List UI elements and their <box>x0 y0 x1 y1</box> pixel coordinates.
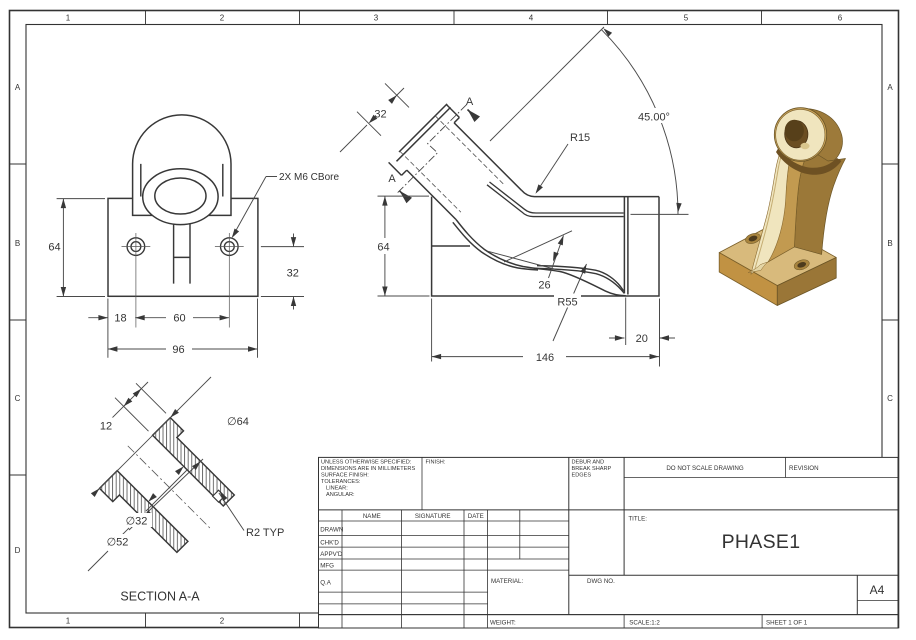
svg-text:A: A <box>466 96 474 108</box>
svg-text:18: 18 <box>114 313 126 325</box>
svg-text:146: 146 <box>536 352 554 364</box>
svg-text:A: A <box>887 83 893 92</box>
svg-text:BREAK SHARP: BREAK SHARP <box>572 466 612 472</box>
svg-text:45.00°: 45.00° <box>638 112 670 124</box>
svg-text:SHEET 1 OF 1: SHEET 1 OF 1 <box>766 620 808 627</box>
svg-text:D: D <box>15 546 21 555</box>
svg-text:WEIGHT:: WEIGHT: <box>490 620 516 627</box>
svg-text:32: 32 <box>287 268 299 280</box>
svg-text:SECTION A-A: SECTION A-A <box>120 590 200 604</box>
svg-text:SIGNATURE: SIGNATURE <box>415 513 451 520</box>
svg-text:2X M6 CBore: 2X M6 CBore <box>279 172 339 183</box>
svg-text:FINISH:: FINISH: <box>426 460 446 466</box>
svg-text:A4: A4 <box>870 583 885 597</box>
svg-text:Q.A: Q.A <box>320 580 332 587</box>
svg-text:2: 2 <box>220 14 225 23</box>
svg-text:12: 12 <box>100 421 112 433</box>
svg-text:UNLESS OTHERWISE SPECIFIED:: UNLESS OTHERWISE SPECIFIED: <box>321 460 412 466</box>
svg-text:A: A <box>15 83 21 92</box>
svg-text:2: 2 <box>220 617 225 626</box>
svg-text:NAME: NAME <box>363 513 381 520</box>
svg-text:SURFACE FINISH:: SURFACE FINISH: <box>321 473 369 479</box>
svg-text:R2 TYP: R2 TYP <box>246 527 284 539</box>
svg-text:1: 1 <box>66 14 71 23</box>
svg-text:64: 64 <box>377 242 389 254</box>
svg-text:3: 3 <box>374 14 379 23</box>
svg-text:DO NOT SCALE DRAWING: DO NOT SCALE DRAWING <box>666 465 744 472</box>
svg-text:C: C <box>887 394 893 403</box>
svg-text:B: B <box>887 239 892 248</box>
svg-text:64: 64 <box>48 242 60 254</box>
svg-text:C: C <box>15 394 21 403</box>
svg-text:LINEAR:: LINEAR: <box>326 486 348 492</box>
svg-text:DWG NO.: DWG NO. <box>587 578 615 585</box>
svg-text:REVISION: REVISION <box>789 465 819 472</box>
svg-text:SCALE:1:2: SCALE:1:2 <box>629 620 660 627</box>
svg-text:∅64: ∅64 <box>227 416 249 428</box>
svg-text:R55: R55 <box>557 297 577 309</box>
svg-text:∅52: ∅52 <box>107 537 129 549</box>
svg-text:DEBUR AND: DEBUR AND <box>572 460 605 466</box>
svg-text:26: 26 <box>538 280 550 292</box>
svg-text:TOLERANCES:: TOLERANCES: <box>321 479 361 485</box>
svg-text:32: 32 <box>374 109 386 121</box>
svg-text:CHK'D: CHK'D <box>320 540 339 547</box>
svg-text:A: A <box>388 173 396 185</box>
svg-text:20: 20 <box>636 333 648 345</box>
svg-text:6: 6 <box>838 14 843 23</box>
svg-text:APPV'D: APPV'D <box>320 551 343 558</box>
svg-text:60: 60 <box>173 313 185 325</box>
svg-text:PHASE1: PHASE1 <box>722 531 801 553</box>
svg-text:4: 4 <box>529 14 534 23</box>
svg-text:DATE: DATE <box>468 513 484 520</box>
svg-text:MFG: MFG <box>320 563 334 570</box>
svg-text:B: B <box>15 239 20 248</box>
svg-text:∅32: ∅32 <box>126 516 148 528</box>
svg-text:ANGULAR:: ANGULAR: <box>326 492 355 498</box>
svg-text:R15: R15 <box>570 132 590 144</box>
svg-text:TITLE:: TITLE: <box>628 516 647 523</box>
svg-text:MATERIAL:: MATERIAL: <box>491 578 523 585</box>
svg-text:5: 5 <box>684 14 689 23</box>
svg-text:EDGES: EDGES <box>572 473 592 479</box>
svg-text:DRAWN: DRAWN <box>320 527 343 534</box>
svg-text:96: 96 <box>172 344 184 356</box>
svg-text:DIMENSIONS ARE IN MILLIMETERS: DIMENSIONS ARE IN MILLIMETERS <box>321 466 415 472</box>
svg-text:1: 1 <box>66 617 71 626</box>
